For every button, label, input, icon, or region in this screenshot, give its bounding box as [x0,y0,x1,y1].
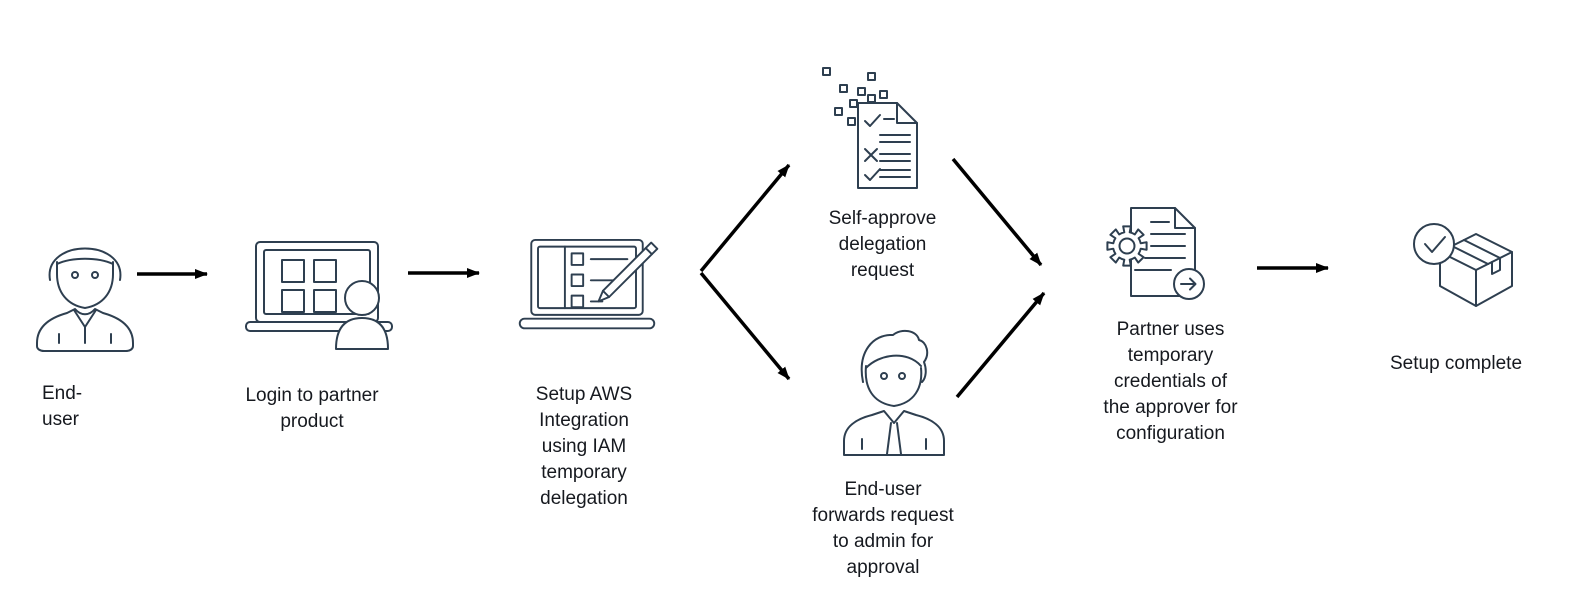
step-label-setup-aws: Setup AWS Integration using IAM temporar… [535,384,633,509]
step-label-self-approve: Self-approve delegation request [828,208,937,281]
admin-user-icon [833,322,957,458]
arrow-forward-to-partner [955,291,1046,399]
arrow-setup-to-forward [699,271,791,381]
laptop-user-icon [238,238,400,350]
gear-document-icon [1105,200,1213,302]
step-label-setup-complete: Setup complete [1389,353,1523,374]
approval-document-icon [812,55,927,200]
step-label-end-user: End- user [42,383,83,430]
laptop-checklist-pencil-icon [512,238,662,336]
user-icon [30,222,140,354]
arrow-setup-to-selfapprove [699,163,791,273]
package-check-icon [1398,214,1528,314]
step-label-login-partner: Login to partner product [245,385,379,432]
step-label-forward-admin: End-user forwards request to admin for a… [812,479,954,578]
step-label-partner-credentials: Partner uses temporary credentials of th… [1103,319,1238,444]
